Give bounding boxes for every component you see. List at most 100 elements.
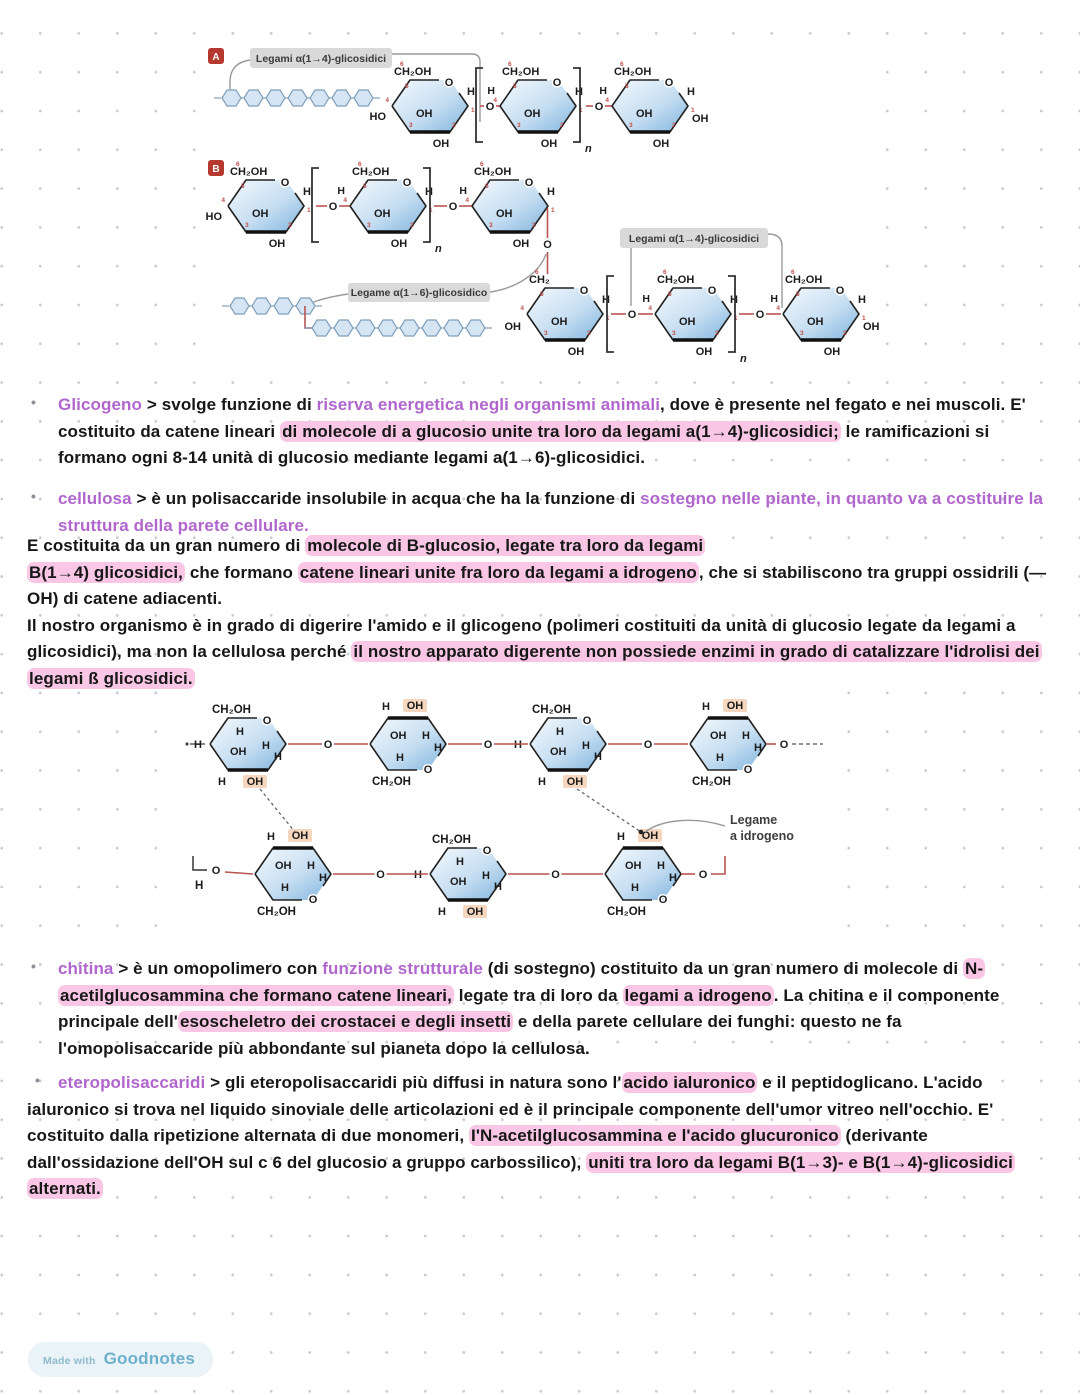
- keyword-purple: sostegno nelle piante, in quanto va a co…: [58, 489, 1043, 535]
- atom-label: OH: [247, 776, 264, 788]
- atom-label: H: [414, 869, 422, 881]
- atom-label: O: [324, 739, 333, 751]
- atom-label: CH₂OH: [432, 834, 471, 846]
- atom-label: O: [309, 894, 318, 906]
- atom-label: OH: [692, 113, 709, 125]
- carbon-number: 6: [508, 61, 512, 68]
- atom-label: H: [459, 185, 467, 197]
- carbon-number: 4: [343, 197, 347, 204]
- callout-leader-line: [392, 53, 481, 122]
- carbon-number: 3: [489, 222, 493, 229]
- atom-label: OH: [269, 238, 286, 250]
- sugar-unit-hexagon: [309, 89, 330, 107]
- atom-label: H: [482, 870, 490, 882]
- atom-label: CH₂OH: [474, 166, 511, 178]
- text-segment: > è un polisaccaride insolubile in acqua…: [131, 489, 641, 508]
- carbon-number: 1: [734, 315, 738, 322]
- atom-label: O: [628, 309, 637, 321]
- carbon-number: 6: [663, 269, 667, 276]
- atom-label: H: [770, 293, 778, 305]
- carbon-number: 5: [485, 183, 489, 190]
- carbon-number: 1: [606, 315, 610, 322]
- note-section-eteropolisaccaridi: eteropolisaccaridi > gli eteropolisaccar…: [27, 1070, 1049, 1203]
- keyword-purple: chitina: [58, 959, 114, 978]
- repeat-bracket: [423, 167, 431, 243]
- carbon-number: 2: [843, 330, 847, 337]
- sugar-unit-hexagon: [331, 89, 352, 107]
- hbond-label: a idrogeno: [730, 829, 794, 843]
- atom-label: O: [744, 764, 753, 776]
- atom-label: O: [525, 177, 534, 189]
- atom-label: H: [467, 86, 475, 98]
- carbon-number: 2: [587, 330, 591, 337]
- panel-badge-letter: A: [212, 52, 219, 63]
- sugar-unit-hexagon: [265, 89, 286, 107]
- carbon-number: 3: [800, 330, 804, 337]
- atom-label: H: [575, 86, 583, 98]
- carbon-number: 4: [520, 305, 524, 312]
- callout-leader-line: [767, 233, 783, 308]
- carbon-number: 6: [791, 269, 795, 276]
- atom-label: CH₂OH: [614, 66, 651, 78]
- carbon-number: 2: [288, 222, 292, 229]
- keyword-purple: Glicogeno: [58, 395, 143, 414]
- atom-label: H: [716, 752, 724, 764]
- atom-label: CH₂OH: [394, 66, 431, 78]
- atom-label: OH: [374, 208, 391, 220]
- atom-label: H: [599, 85, 607, 97]
- callout-label: Legami α(1→4)-glicosidici: [629, 233, 759, 245]
- text-segment: e della parete cellulare dei funghi: que…: [58, 1012, 902, 1058]
- note-section-cellulosa: cellulosa > è un polisaccaride insolubil…: [58, 486, 1050, 539]
- repeat-bracket: [573, 67, 581, 143]
- text-segment: E costituita da un gran numero di: [27, 536, 306, 555]
- callout-label: Legami α(1→4)-glicosidici: [256, 53, 386, 65]
- atom-label: CH₂OH: [692, 776, 731, 788]
- atom-label: H: [456, 856, 464, 868]
- carbon-number: 6: [400, 61, 404, 68]
- sugar-unit-hexagon: [229, 297, 250, 315]
- atom-label: OH: [252, 208, 269, 220]
- repeat-bracket: [606, 275, 614, 353]
- atom-label: OH: [550, 746, 567, 758]
- note-section-chitina: chitina > è un omopolimero con funzione …: [58, 956, 1045, 1062]
- carbon-number: 2: [715, 330, 719, 337]
- atom-label: H: [642, 293, 650, 305]
- atom-label: H: [337, 185, 345, 197]
- goodnotes-badge[interactable]: Made with Goodnotes: [28, 1342, 214, 1377]
- atom-label: CH₂OH: [532, 704, 571, 716]
- bullet-dot: •: [31, 394, 36, 410]
- atom-label: OH: [642, 830, 659, 842]
- highlighted-text: legami a idrogeno: [622, 984, 774, 1006]
- atom-label: H: [858, 294, 866, 306]
- atom-label: CH₂OH: [785, 274, 822, 286]
- atom-label: OH: [513, 238, 530, 250]
- atom-label: OH: [505, 321, 522, 333]
- sugar-unit-hexagon: [377, 319, 398, 337]
- atom-label: H: [657, 860, 665, 872]
- atom-label: OH: [807, 316, 824, 328]
- atom-label: OH: [416, 108, 433, 120]
- sugar-unit-hexagon: [221, 89, 242, 107]
- text-segment: (derivante dall'ossidazione dell'OH sul …: [27, 1126, 928, 1172]
- atom-label: H: [422, 730, 430, 742]
- sugar-unit-hexagon: [311, 319, 332, 337]
- atom-label: OH: [696, 346, 713, 358]
- highlighted-text: I'N-acetilglucosammina e l'acido glucuro…: [469, 1125, 841, 1146]
- atom-label: OH: [524, 108, 541, 120]
- atom-label: H: [687, 86, 695, 98]
- panel-badge-letter: B: [212, 164, 219, 175]
- callout-leader-line: [229, 59, 251, 92]
- highlighted-text: B(1→4) glicosidici,: [27, 561, 185, 583]
- atom-label: OH: [863, 321, 880, 333]
- text-segment: . La chitina e il componente principale …: [58, 985, 1000, 1032]
- atom-label: H: [425, 186, 433, 198]
- text-segment: , dove è presente nel fegato e nei musco…: [58, 395, 1026, 441]
